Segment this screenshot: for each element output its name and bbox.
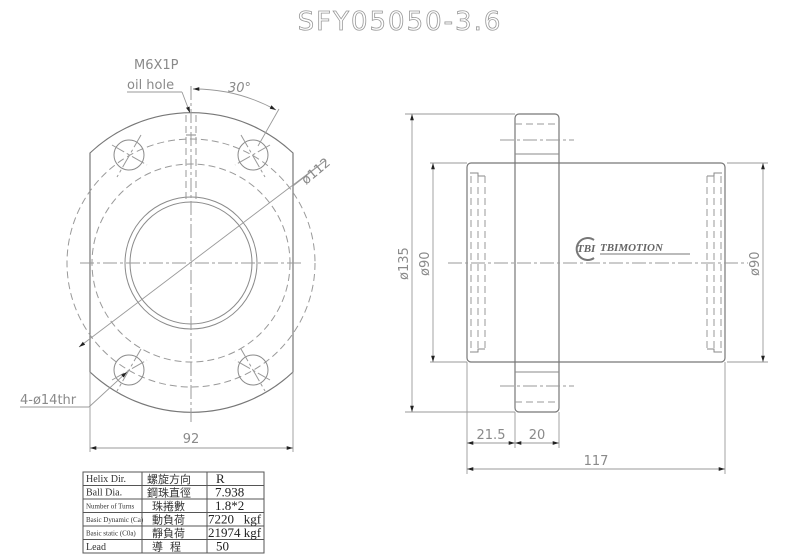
row-value: R bbox=[216, 471, 225, 486]
row-value: 50 bbox=[216, 539, 229, 554]
row-label-zh: 珠捲數 bbox=[152, 499, 185, 513]
oil-hole-thread-label: M6X1P bbox=[134, 58, 179, 73]
logo-text: TBIMOTION bbox=[600, 242, 664, 254]
mounting-holes bbox=[111, 134, 271, 392]
body-dia-left-label: ø90 bbox=[418, 252, 433, 277]
angle-label: 30° bbox=[228, 81, 251, 96]
table-row: Ball Dia. 鋼珠直徑 7.938 bbox=[86, 485, 244, 500]
spec-table: Helix Dir. 螺旋方向 R Ball Dia. 鋼珠直徑 7.938 N… bbox=[82, 471, 265, 554]
row-label-en: Number of Turns bbox=[86, 503, 135, 511]
row-label-en: Lead bbox=[86, 542, 106, 553]
row-label-en: Basic Dynamic (Ca) bbox=[86, 516, 144, 524]
tbimotion-logo: TBI TBIMOTION bbox=[575, 237, 690, 261]
row-label-zh: 導 程 bbox=[152, 540, 181, 554]
table-row: Number of Turns 珠捲數 1.8*2 bbox=[86, 498, 244, 513]
oil-hole-label: oil hole bbox=[127, 78, 174, 93]
row-value: 1.8*2 bbox=[215, 498, 244, 513]
row-label-zh: 鋼珠直徑 bbox=[147, 486, 191, 500]
logo-mark: TBI bbox=[577, 243, 596, 255]
row-value: 7.938 bbox=[215, 485, 244, 500]
table-row: Basic static (C0a) 靜負荷 21974 kgf bbox=[86, 525, 262, 540]
offset-label: 21.5 bbox=[477, 428, 506, 443]
flange-dia-label: ø135 bbox=[397, 247, 412, 280]
drawing-title: SFY05050-3.6 bbox=[298, 7, 503, 37]
row-label-en: Ball Dia. bbox=[86, 488, 122, 499]
table-row: Lead 導 程 50 bbox=[86, 539, 229, 554]
front-view: ø112 30° M6X1P oil hole 4-ø14thr 92 bbox=[20, 58, 334, 452]
row-label-zh: 動負荷 bbox=[152, 513, 185, 527]
pcd-dim-line bbox=[78, 159, 327, 348]
end-seal-left bbox=[470, 172, 486, 353]
row-label-zh: 靜負荷 bbox=[152, 526, 185, 540]
width-label: 92 bbox=[183, 432, 200, 447]
body-dia-right-label: ø90 bbox=[748, 252, 763, 277]
pcd-label: ø112 bbox=[299, 156, 334, 189]
row-label-zh: 螺旋方向 bbox=[147, 472, 191, 486]
table-row: Helix Dir. 螺旋方向 R bbox=[86, 471, 225, 486]
row-label-en: Helix Dir. bbox=[86, 474, 126, 485]
table-row: Basic Dynamic (Ca) 動負荷 7220 kgf bbox=[86, 512, 262, 527]
row-value: 7220 kgf bbox=[208, 512, 262, 527]
holes-label: 4-ø14thr bbox=[20, 393, 77, 408]
end-seal-right bbox=[706, 172, 722, 353]
side-view: TBI TBIMOTION ø135 ø90 ø90 21.5 20 117 bbox=[397, 113, 768, 474]
row-label-en: Basic static (C0a) bbox=[86, 530, 136, 538]
row-value: 21974 kgf bbox=[208, 525, 262, 540]
angle-dim-arc bbox=[192, 87, 277, 111]
flange-thickness-label: 20 bbox=[529, 428, 546, 443]
length-label: 117 bbox=[584, 454, 609, 469]
